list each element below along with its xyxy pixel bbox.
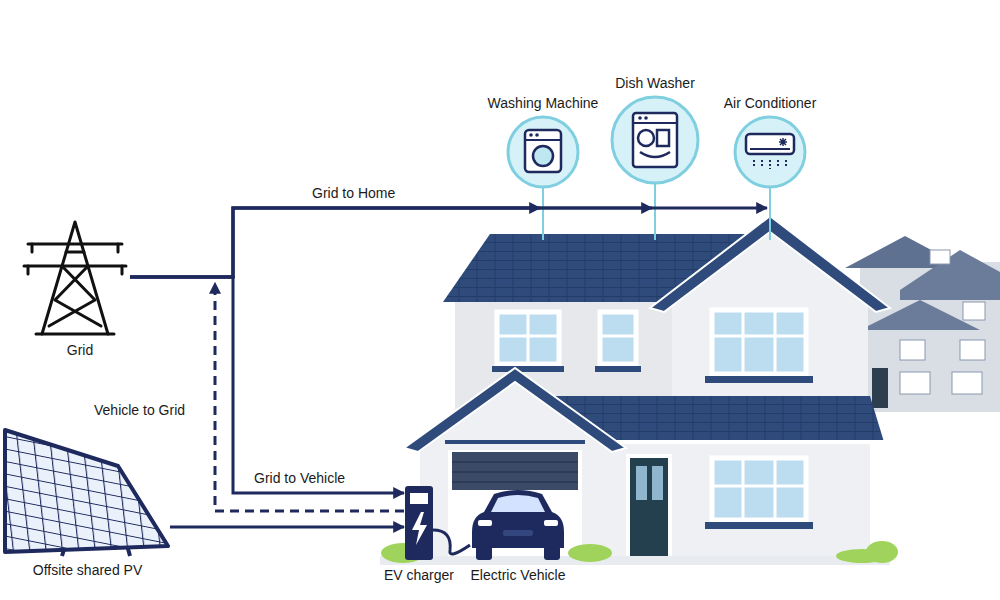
node-label: Washing Machine	[488, 95, 599, 111]
node-label: Offsite shared PV	[33, 562, 142, 578]
grid-node: Grid	[30, 220, 130, 336]
air-conditioner-icon	[735, 117, 805, 187]
power-flow-line	[130, 208, 652, 277]
power-flow-line	[130, 208, 540, 277]
dish-washer-icon	[612, 97, 698, 183]
appliance-node: Dish Washer	[612, 97, 698, 183]
house	[380, 216, 898, 565]
neighbour-houses	[845, 236, 1000, 412]
flow-label: Grid to Vehicle	[252, 470, 347, 486]
power-flow-line	[215, 283, 404, 511]
appliance-stubs	[543, 184, 770, 240]
vehicle-node: Electric Vehicle	[470, 488, 566, 561]
solar-panel	[5, 430, 168, 556]
power-flow-line	[170, 526, 404, 529]
pv-node: Offsite shared PV	[5, 430, 170, 556]
node-label: Electric Vehicle	[471, 567, 566, 583]
power-flow-line	[130, 208, 767, 277]
appliance-node: Washing Machine	[508, 117, 578, 187]
electric-vehicle-icon	[472, 490, 564, 560]
power-flow-line	[130, 277, 404, 493]
flow-label: Grid to Home	[310, 185, 397, 201]
transmission-tower	[24, 222, 126, 334]
appliance-node: Air Conditioner	[735, 117, 805, 187]
charger-node: EV charger	[404, 485, 434, 561]
node-label: EV charger	[384, 567, 454, 583]
washing-machine-icon	[508, 117, 578, 187]
node-label: Dish Washer	[615, 75, 695, 91]
node-label: Grid	[67, 342, 93, 358]
flow-label: Vehicle to Grid	[92, 402, 187, 418]
node-label: Air Conditioner	[724, 95, 817, 111]
ev-charger-icon	[405, 486, 470, 560]
